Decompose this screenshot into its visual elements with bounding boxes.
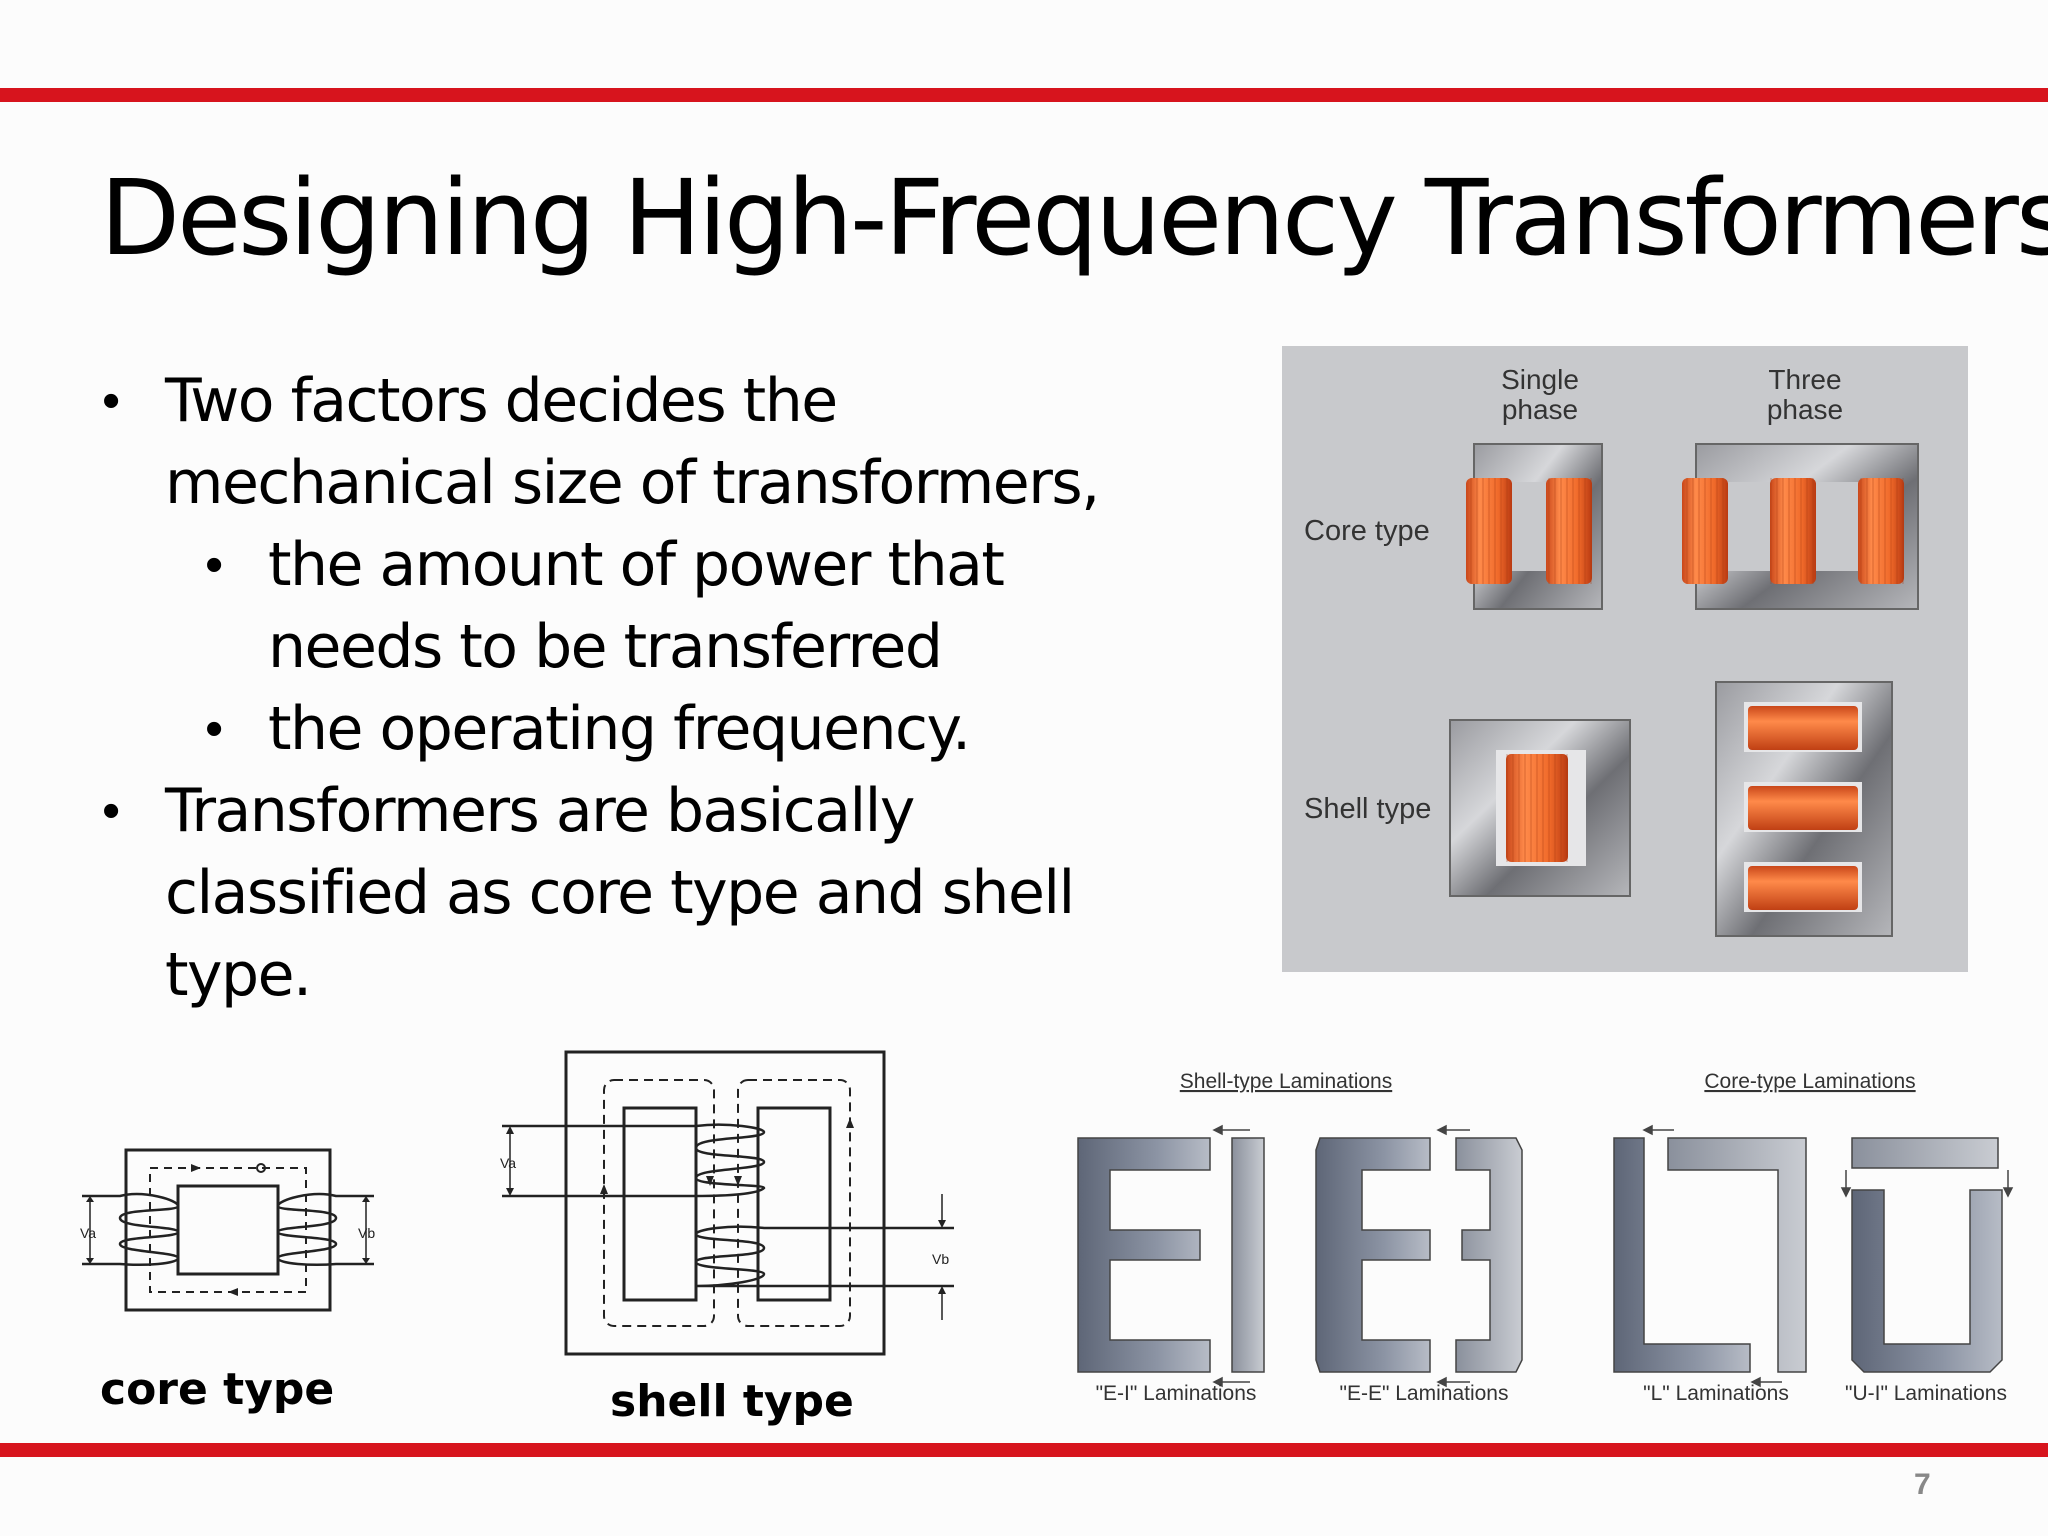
col-three-line-1: Three	[1768, 364, 1841, 395]
single-phase-core-transformer	[1466, 443, 1603, 610]
core-laminations-heading: Core-type Laminations	[1704, 1070, 1915, 1093]
three-phase-shell-transformer	[1715, 681, 1893, 937]
bullet-1-line-2: mechanical size of transformers,	[165, 448, 1100, 518]
ui-lamination-shape	[1851, 1137, 2003, 1373]
sub-bullet-1-line-1: the amount of power that	[268, 530, 1005, 600]
shell-laminations-heading: Shell-type Laminations	[1180, 1070, 1392, 1093]
row-shell-label: Shell type	[1304, 793, 1431, 825]
col-single-line-1: Single	[1501, 364, 1579, 395]
single-phase-shell-transformer	[1449, 719, 1631, 897]
core-va-label: Va	[80, 1225, 96, 1241]
three-phase-core-transformer	[1682, 443, 1919, 610]
ee-lamination-shape	[1315, 1137, 1523, 1373]
sub-bullet-1-line-2: needs to be transferred	[268, 612, 943, 682]
top-accent-bar	[0, 88, 2048, 102]
slide-title: Designing High-Frequency Transformers	[100, 157, 2048, 279]
bullet-1-line-1: Two factors decides the	[165, 366, 838, 436]
l-lamination-shape	[1613, 1137, 1807, 1373]
sub-bullet-marker: •	[205, 536, 224, 594]
bottom-accent-bar	[0, 1443, 2048, 1457]
shell-type-schematic: Va Vb	[500, 1050, 954, 1356]
lamination-arrows	[1212, 1124, 2014, 1388]
sub-bullet-2-line-1: the operating frequency.	[268, 694, 971, 764]
ui-label: "U-I" Laminations	[1845, 1382, 2007, 1405]
ei-label: "E-I" Laminations	[1096, 1382, 1257, 1405]
col-three-line-2: phase	[1767, 394, 1843, 425]
shell-va-label: Va	[500, 1155, 516, 1171]
ei-lamination-shape	[1077, 1137, 1265, 1373]
l-label: "L" Laminations	[1643, 1382, 1789, 1405]
sub-bullet-marker: •	[205, 700, 224, 758]
shell-type-caption: shell type	[610, 1376, 854, 1427]
bullet-2-line-1: Transformers are basically	[165, 776, 915, 846]
shell-vb-label: Vb	[932, 1251, 949, 1267]
bullet-2-line-3: type.	[165, 940, 312, 1010]
transformer-types-photo: Single phase Three phase Core type Shell…	[1282, 346, 1968, 972]
core-type-caption: core type	[100, 1364, 335, 1415]
col-single-line-2: phase	[1502, 394, 1578, 425]
row-core-label: Core type	[1304, 515, 1430, 547]
bullet-marker: •	[102, 372, 121, 430]
page-number: 7	[1914, 1468, 1931, 1501]
core-type-schematic: Va Vb	[80, 1148, 375, 1312]
laminations-figure: Shell-type Laminations Core-type Laminat…	[1077, 1070, 2014, 1405]
bullet-marker: •	[102, 782, 121, 840]
ee-label: "E-E" Laminations	[1340, 1382, 1509, 1405]
bullet-2-line-2: classified as core type and shell	[165, 858, 1075, 928]
core-vb-label: Vb	[358, 1225, 375, 1241]
